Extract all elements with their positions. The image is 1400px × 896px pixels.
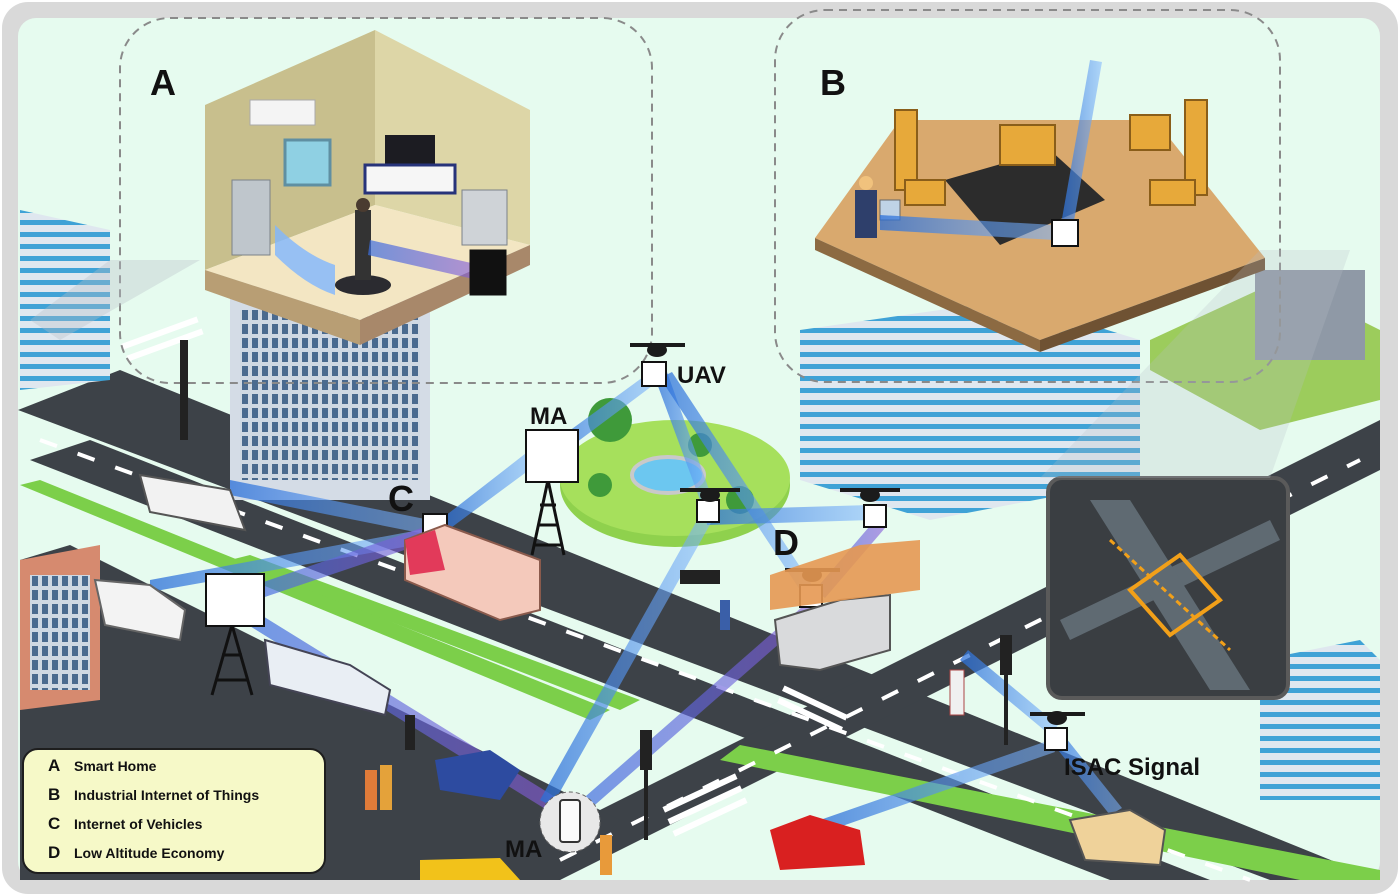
- taxi-icon: [1068, 808, 1167, 867]
- aerial-view-inset: [1040, 250, 1350, 700]
- building-left-tower: [20, 210, 110, 390]
- beam-factory-arm: [1060, 60, 1102, 232]
- legend-item-low-altitude: D Low Altitude Economy: [48, 843, 324, 872]
- vr-user-head: [356, 198, 370, 212]
- fountain-icon: [630, 455, 706, 495]
- beam-drone-drone: [705, 505, 872, 525]
- blue-car-icon: [435, 750, 520, 800]
- legend-text: Smart Home: [74, 758, 157, 774]
- legend-text: Industrial Internet of Things: [74, 787, 260, 803]
- legend-key: A: [48, 756, 61, 775]
- pedestrian-icon: [380, 765, 392, 810]
- holographic-display: [275, 225, 335, 295]
- aerial-markings: [1127, 552, 1223, 638]
- beam-drone-car: [540, 515, 712, 806]
- factory-platform-edge-2: [1040, 258, 1265, 352]
- label-isac-signal: ISAC Signal: [1064, 754, 1201, 781]
- operator-icon: [855, 190, 877, 238]
- building-brick-windows: [30, 575, 90, 690]
- beam-tower2-truck: [240, 525, 434, 604]
- crosswalks: [121, 316, 848, 837]
- beam-drone-phone: [570, 600, 820, 818]
- label-area-d: D: [773, 522, 799, 563]
- vr-platform: [335, 275, 391, 295]
- factory-platform-edge: [815, 238, 1040, 352]
- legend-key: B: [48, 785, 61, 804]
- window-icon: [283, 138, 332, 187]
- truck-cab: [405, 530, 445, 575]
- label-ma-phone: MA: [505, 836, 543, 863]
- legend-item-iiot: B Industrial Internet of Things: [48, 785, 324, 814]
- beam-home: [368, 240, 480, 280]
- aerial-crosswalk: [1108, 538, 1232, 652]
- beam-uav-drone-d: [660, 372, 812, 590]
- pedestrian-icon: [600, 835, 612, 875]
- vehicles: [93, 473, 1167, 880]
- smart-home-room: [205, 30, 530, 345]
- yellow-vehicle-icon: [420, 858, 520, 880]
- beam-uav-drone: [655, 372, 712, 500]
- pedestrian-icon: [405, 715, 415, 750]
- cell-tower-icon: [210, 479, 566, 696]
- smart-home-callout: [119, 17, 653, 384]
- air-conditioner-icon: [249, 99, 316, 126]
- legend-item-smart-home: A Smart Home: [48, 756, 324, 785]
- phone-icon: [539, 791, 601, 853]
- robot-arm-icon: [894, 99, 1208, 206]
- legend-text: Low Altitude Economy: [74, 845, 225, 861]
- pedestrian-icon: [720, 600, 730, 630]
- iiot-callout: [774, 9, 1281, 383]
- pedestrian-icon: [949, 669, 965, 716]
- operator-head: [859, 176, 873, 190]
- tv-icon: [385, 135, 435, 167]
- fridge-icon: [231, 179, 271, 256]
- beam-bus-truck: [230, 480, 430, 535]
- tv-stand: [363, 163, 457, 195]
- building-office-windows: [240, 310, 420, 480]
- washing-machine-icon: [461, 189, 508, 246]
- pedestrians: [365, 600, 965, 875]
- bus-icon: [138, 473, 247, 532]
- building-glass-tower: [800, 300, 1140, 520]
- zoom-cone: [1040, 250, 1350, 478]
- legend-box: A Smart Home B Industrial Internet of Th…: [22, 748, 326, 874]
- median-grass-3: [720, 745, 1380, 880]
- delivery-station: [770, 540, 920, 610]
- factory-building: [1255, 270, 1365, 360]
- label-uav: UAV: [677, 362, 726, 389]
- median-grass: [20, 480, 610, 720]
- median-grass-2: [230, 555, 640, 710]
- beam-tower-truck: [440, 450, 540, 530]
- red-car-icon: [770, 815, 865, 870]
- legend-key: D: [48, 843, 61, 862]
- pedestrian-icon: [365, 770, 377, 810]
- beam-drone-taxi: [1050, 733, 1122, 815]
- park-tree: [588, 473, 612, 497]
- label-area-b: B: [820, 62, 846, 103]
- legend-key: C: [48, 814, 61, 833]
- label-ma-tower: MA: [530, 403, 568, 430]
- beam-drone-redcar: [820, 740, 1055, 832]
- van-icon: [93, 578, 187, 642]
- room-base-left: [205, 270, 360, 345]
- legend-item-iov: C Internet of Vehicles: [48, 814, 324, 843]
- blue-truck-icon: [263, 638, 392, 717]
- label-area-c: C: [388, 478, 414, 519]
- label-area-a: A: [150, 62, 176, 103]
- vr-user: [355, 210, 371, 280]
- smart-home-zoom-cone: [30, 260, 200, 340]
- callout-outlines: [119, 9, 1281, 384]
- beam-factory-operator: [880, 215, 1055, 240]
- legend-text: Internet of Vehicles: [74, 816, 203, 832]
- traffic-light-icon: [180, 340, 1012, 840]
